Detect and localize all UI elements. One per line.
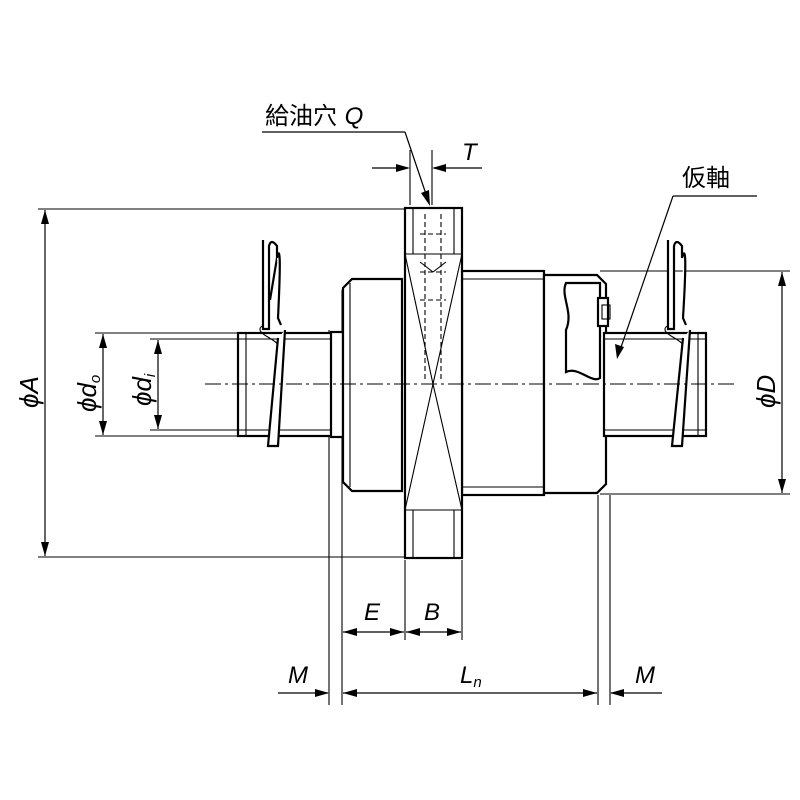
labels: 給油穴 Q 仮軸 T E B M M Ln ϕA ϕdo ϕdi ϕD xyxy=(14,102,781,691)
housing-body xyxy=(460,269,546,497)
dim-T-label: T xyxy=(462,139,479,166)
dimension-lines xyxy=(41,164,786,697)
left-retaining-pin xyxy=(259,240,287,448)
dim-A-label: ϕA xyxy=(14,376,44,408)
leader-lines xyxy=(262,131,757,359)
extension-lines xyxy=(38,150,790,705)
dim-B-label: B xyxy=(424,599,440,626)
dim-do-label: ϕdo xyxy=(72,375,104,412)
dim-D-label: ϕD xyxy=(751,375,781,408)
dim-E-label: E xyxy=(364,599,381,626)
right-collar xyxy=(542,273,611,495)
left-collar xyxy=(329,277,404,493)
dim-Ln-label: Ln xyxy=(460,662,482,691)
dim-M-left-label: M xyxy=(288,662,308,689)
oil-hole-boss xyxy=(403,206,464,560)
right-retaining-pin xyxy=(664,240,692,448)
dim-di-label: ϕdi xyxy=(127,373,159,406)
dim-M-right-label: M xyxy=(635,662,655,689)
oil-hole-label: 給油穴 Q xyxy=(265,102,363,130)
temp-shaft-label: 仮軸 xyxy=(682,164,730,192)
